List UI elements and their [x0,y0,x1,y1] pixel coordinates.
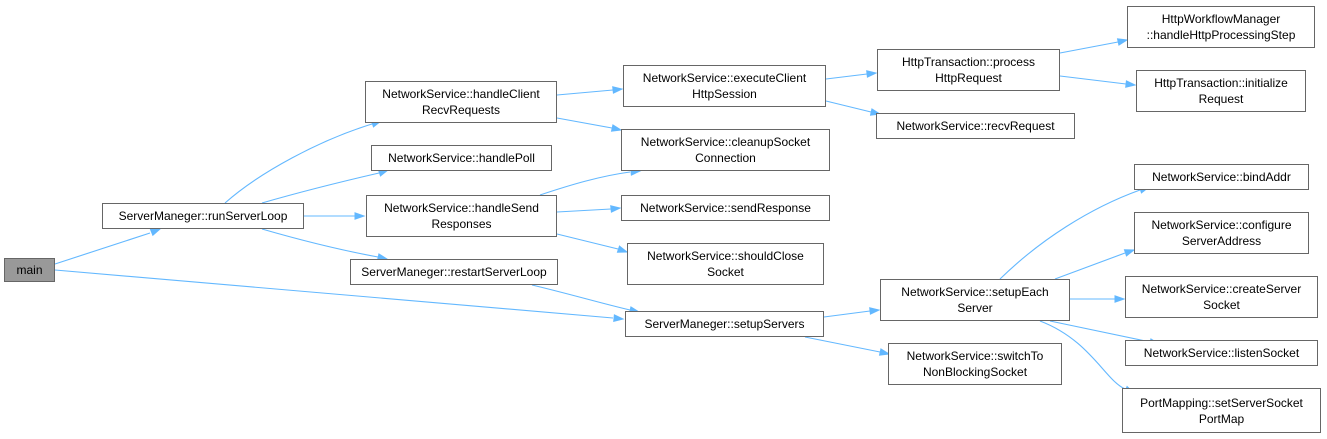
node-handle-send-responses[interactable]: NetworkService::handleSend Responses [366,195,557,237]
edge-setup-servers-switch [804,336,881,353]
node-handle-http-processing-step[interactable]: HttpWorkflowManager ::handleHttpProcessi… [1127,6,1315,48]
node-configure-server-address-line2: ServerAddress [1181,234,1262,248]
node-cleanup-socket-connection[interactable]: NetworkService::cleanupSocket Connection [621,129,830,171]
node-setup-each-server-line1: NetworkService::setupEach [901,285,1049,299]
edge-handle-client-execute-arrowhead [612,86,624,94]
node-main-label: main [16,263,43,277]
edge-handle-send-send-response [556,208,612,213]
node-handle-http-processing-step-line1: HttpWorkflowManager [1161,12,1281,26]
node-handle-http-processing-step-line2: ::handleHttpProcessingStep [1146,28,1296,42]
edge-setup-servers-each [823,310,871,318]
edge-handle-client-cleanup-arrowhead [610,124,623,132]
node-should-close-socket-line2: Socket [707,265,744,279]
node-listen-socket[interactable]: NetworkService::listenSocket [1125,340,1318,366]
node-execute-client-http-session-line2: HttpSession [692,87,757,101]
node-setup-servers-label: ServerManeger::setupServers [644,317,805,331]
node-initialize-request-line2: Request [1198,92,1244,106]
edge-process-workflow [1059,41,1119,54]
node-setup-servers[interactable]: ServerManeger::setupServers [625,311,824,337]
node-process-http-request-line1: HttpTransaction::process [902,55,1035,69]
node-run-server-loop[interactable]: ServerManeger::runServerLoop [102,203,304,229]
node-switch-to-nonblocking-socket-line2: NonBlockingSocket [922,365,1028,379]
node-main: main [4,258,55,282]
node-execute-client-http-session-line1: NetworkService::executeClient [642,71,807,85]
edge-main-run-server-loop-arrowhead [149,228,162,237]
node-handle-poll[interactable]: NetworkService::handlePoll [371,145,552,171]
edge-process-initialize-arrowhead [1125,80,1137,88]
node-handle-send-responses-line1: NetworkService::handleSend [384,201,539,215]
node-should-close-socket-line1: NetworkService::shouldClose [647,249,804,263]
node-create-server-socket-line1: NetworkService::createServer [1141,282,1302,296]
node-set-server-socket-port-map-line1: PortMapping::setServerSocket [1140,395,1303,410]
edge-main-setup-servers [54,269,614,319]
edge-run-loop-handle-poll [261,172,380,204]
edge-setup-servers-each-arrowhead [869,307,881,315]
edge-handle-send-should-close-arrowhead [616,245,629,253]
node-cleanup-socket-connection-line1: NetworkService::cleanupSocket [640,135,811,149]
edge-handle-client-execute [556,89,614,96]
edge-execute-recv-request [825,100,872,113]
node-recv-request-label: NetworkService::recvRequest [896,119,1055,133]
edge-execute-process-http [825,73,868,80]
edge-run-loop-handle-client [224,123,373,204]
edge-handle-send-cleanup [539,171,631,196]
edge-run-loop-handle-send-arrowhead [354,212,366,220]
node-bind-addr-label: NetworkService::bindAddr [1152,170,1291,184]
node-set-server-socket-port-map-line2: PortMap [1198,411,1245,426]
edge-setup-servers-switch-arrowhead [878,348,891,356]
edge-each-port-mapping [1039,320,1126,390]
node-handle-client-recv-requests[interactable]: NetworkService::handleClient RecvRequest… [365,81,557,123]
edge-restart-setup-servers [531,284,631,311]
node-send-response[interactable]: NetworkService::sendResponse [621,195,830,221]
edge-each-configure-arrowhead [1123,249,1136,257]
node-should-close-socket[interactable]: NetworkService::shouldClose Socket [627,243,824,285]
edge-process-workflow-arrowhead [1116,38,1129,46]
node-switch-to-nonblocking-socket-line1: NetworkService::switchTo [906,349,1044,363]
node-listen-socket-label: NetworkService::listenSocket [1143,346,1300,360]
edge-handle-send-should-close [556,233,619,250]
node-initialize-request-line1: HttpTransaction::initialize [1154,76,1288,90]
node-recv-request[interactable]: NetworkService::recvRequest [876,113,1075,139]
node-create-server-socket-line2: Socket [1203,298,1240,312]
node-restart-server-loop[interactable]: ServerManeger::restartServerLoop [350,259,558,285]
node-initialize-request[interactable]: HttpTransaction::initialize Request [1136,70,1306,112]
edge-main-run-server-loop [54,232,151,265]
edge-run-loop-restart [261,228,379,258]
node-restart-server-loop-label: ServerManeger::restartServerLoop [361,265,547,279]
node-create-server-socket[interactable]: NetworkService::createServer Socket [1125,276,1318,318]
edge-each-listen-socket [1049,320,1151,343]
edge-execute-process-http-arrowhead [866,70,878,78]
edge-each-create-socket-arrowhead [1114,295,1126,303]
node-configure-server-address[interactable]: NetworkService::configure ServerAddress [1134,212,1309,254]
node-configure-server-address-line1: NetworkService::configure [1151,218,1292,232]
edge-handle-client-cleanup [556,117,613,129]
node-setup-each-server[interactable]: NetworkService::setupEach Server [880,279,1070,321]
node-bind-addr[interactable]: NetworkService::bindAddr [1134,164,1309,190]
edge-main-setup-servers-arrowhead [613,314,625,322]
node-cleanup-socket-connection-line2: Connection [695,151,756,165]
node-switch-to-nonblocking-socket[interactable]: NetworkService::switchTo NonBlockingSock… [888,343,1062,385]
node-send-response-label: NetworkService::sendResponse [640,201,811,215]
node-handle-client-recv-requests-line1: NetworkService::handleClient [382,87,540,101]
node-run-server-loop-label: ServerManeger::runServerLoop [118,209,288,223]
edge-each-configure [1054,252,1126,280]
edge-handle-send-send-response-arrowhead [610,205,622,213]
node-handle-client-recv-requests-line2: RecvRequests [421,103,501,117]
node-setup-each-server-line2: Server [957,301,993,315]
edge-each-bind-addr [999,189,1141,280]
node-process-http-request-line2: HttpRequest [935,71,1002,85]
edge-process-initialize [1059,75,1127,85]
node-handle-send-responses-line2: Responses [431,217,492,231]
node-handle-poll-label: NetworkService::handlePoll [388,151,535,165]
node-set-server-socket-port-map[interactable]: PortMapping::setServerSocket PortMap [1122,388,1321,433]
node-process-http-request[interactable]: HttpTransaction::process HttpRequest [877,49,1060,91]
node-execute-client-http-session[interactable]: NetworkService::executeClient HttpSessio… [623,65,826,107]
